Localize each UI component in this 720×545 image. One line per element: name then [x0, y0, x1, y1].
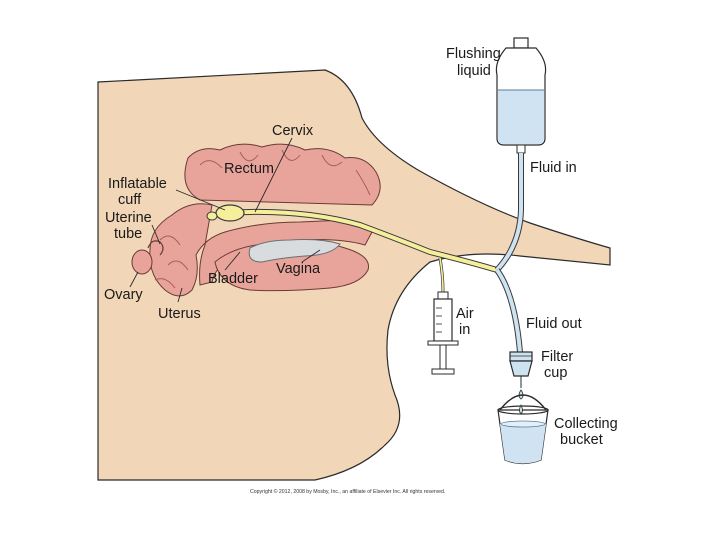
label-uterine-tube-line2: tube: [114, 226, 142, 242]
label-inflatable-cuff-line2: cuff: [118, 192, 142, 208]
label-inflatable-cuff-line1: Inflatable: [108, 176, 167, 192]
label-uterine-tube-line1: Uterine: [105, 210, 152, 226]
air-syringe: [427, 291, 459, 375]
vagina-organ: [248, 239, 341, 263]
label-fluid-in: Fluid in: [530, 160, 577, 176]
label-collecting-bucket-line2: bucket: [560, 432, 603, 448]
label-ovary: Ovary: [104, 287, 143, 303]
filter-cup: [509, 351, 533, 400]
uterine-tube: [147, 240, 164, 256]
copyright-notice: Copyright © 2012, 2008 by Mosby, Inc., a…: [250, 488, 445, 495]
label-air-in-line2: in: [459, 322, 470, 338]
inflatable-cuff: [215, 204, 245, 222]
label-bladder: Bladder: [208, 271, 258, 287]
label-filter-cup-line2: cup: [544, 365, 567, 381]
label-filter-cup-line1: Filter: [541, 349, 573, 365]
rectum-organ: [184, 143, 381, 206]
label-uterus: Uterus: [158, 306, 201, 322]
label-vagina: Vagina: [276, 261, 321, 277]
fluid-out-tube: [494, 268, 523, 353]
collecting-bucket: [497, 394, 549, 465]
label-air-in-line1: Air: [456, 306, 474, 322]
label-flushing-liquid-line2: liquid: [457, 63, 491, 79]
label-fluid-out: Fluid out: [526, 316, 582, 332]
ovary-organ: [131, 249, 153, 275]
leader-lines: [129, 137, 321, 303]
label-flushing-liquid-line1: Flushing: [446, 46, 501, 62]
label-collecting-bucket-line1: Collecting: [554, 416, 618, 432]
flushing-liquid-bottle: [495, 37, 547, 154]
label-rectum: Rectum: [224, 161, 274, 177]
label-cervix: Cervix: [272, 123, 314, 139]
